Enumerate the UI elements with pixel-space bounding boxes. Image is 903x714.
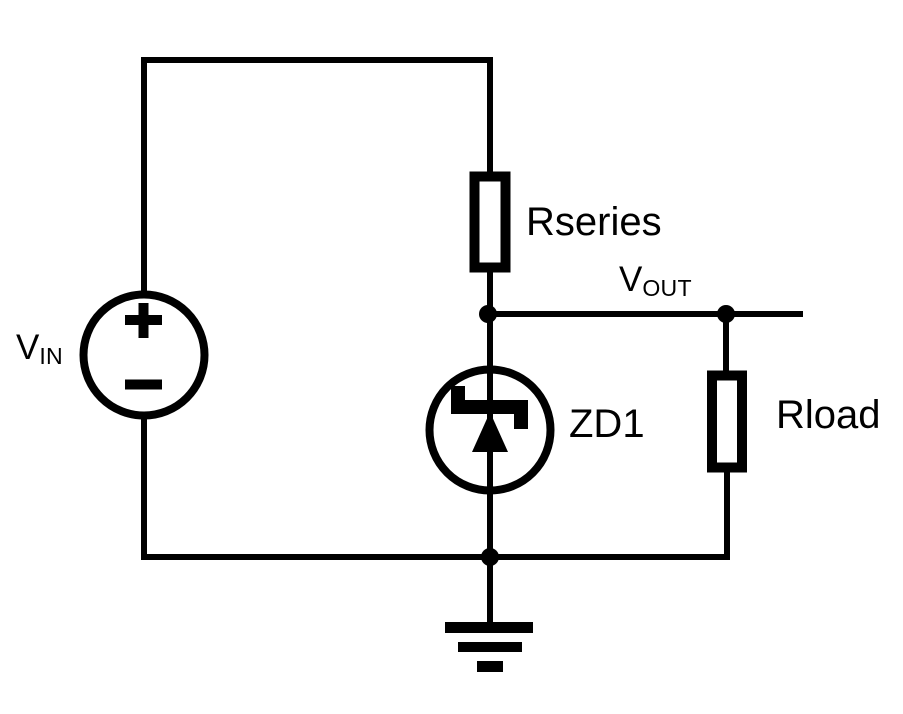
vin-label-sub: IN bbox=[39, 343, 63, 370]
wire-vin-to-rseries bbox=[141, 57, 493, 296]
vin-label-main: V bbox=[16, 328, 40, 367]
zener-symbol-icon bbox=[451, 386, 528, 452]
resistor-icon bbox=[707, 370, 747, 473]
resistor-icon bbox=[469, 171, 511, 273]
junction-dots bbox=[479, 305, 735, 566]
vin-voltage-source bbox=[79, 290, 209, 420]
junction-dot-vout bbox=[479, 305, 497, 323]
junction-dot-ground bbox=[481, 548, 499, 566]
vout-label-main: V bbox=[619, 260, 643, 299]
wire-bottom-rail bbox=[141, 414, 730, 560]
vout-label-sub: OUT bbox=[642, 275, 692, 302]
zd1-label: ZD1 bbox=[569, 402, 645, 446]
voltage-source-icon bbox=[79, 290, 209, 420]
ground-icon bbox=[445, 622, 533, 672]
plus-icon bbox=[125, 303, 162, 338]
junction-dot-rload bbox=[717, 305, 735, 323]
vout-label: VOUT bbox=[619, 260, 692, 302]
rseries-label: Rseries bbox=[526, 200, 662, 244]
rload-resistor bbox=[707, 370, 747, 473]
rseries-resistor bbox=[469, 171, 511, 273]
rload-label: Rload bbox=[776, 393, 881, 437]
vin-label: VIN bbox=[16, 328, 63, 370]
